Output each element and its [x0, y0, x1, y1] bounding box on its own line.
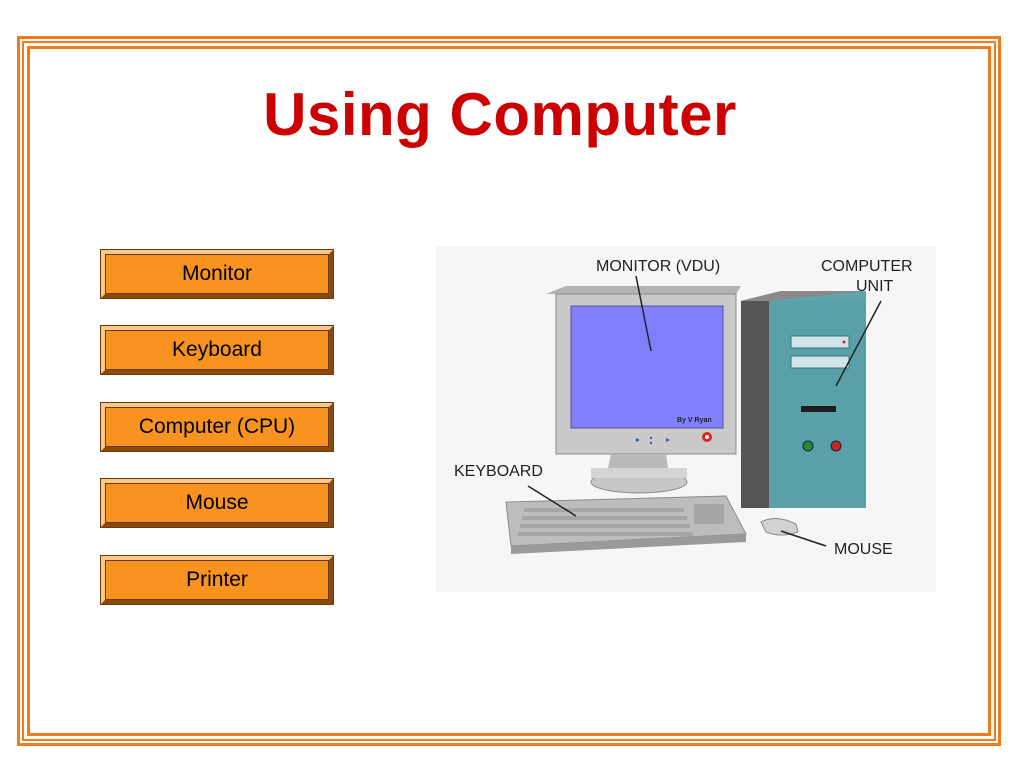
mouse-button[interactable]: Mouse — [100, 478, 334, 528]
printer-button-label: Printer — [105, 560, 329, 600]
mouse-label: MOUSE — [834, 541, 893, 558]
computer-unit-label-line2: UNIT — [856, 278, 894, 295]
monitor-button[interactable]: Monitor — [100, 249, 334, 299]
computer-diagram-illustration: By V Ryan — [454, 258, 913, 558]
keyboard-button-label: Keyboard — [105, 330, 329, 370]
monitor-credit-text: By V Ryan — [677, 417, 712, 424]
computer-unit-drawing — [741, 291, 866, 508]
mouse-button-label: Mouse — [105, 483, 329, 523]
monitor-button-label: Monitor — [105, 254, 329, 294]
slide-frame-middle — [22, 41, 996, 741]
keyboard-button[interactable]: Keyboard — [100, 325, 334, 375]
computer-cpu-button[interactable]: Computer (CPU) — [100, 402, 334, 452]
computer-unit-label-line1: COMPUTER — [821, 258, 913, 275]
computer-cpu-button-label: Computer (CPU) — [105, 407, 329, 447]
keyboard-drawing — [505, 495, 747, 554]
computer-diagram: By V Ryan — [436, 246, 936, 592]
monitor-label: MONITOR (VDU) — [596, 258, 720, 275]
slide-frame-inner — [27, 46, 991, 736]
printer-button[interactable]: Printer — [100, 555, 334, 605]
monitor-drawing: By V Ryan — [546, 286, 741, 494]
slide-frame-outer — [17, 36, 1001, 746]
mouse-drawing — [760, 518, 799, 536]
leader-lines — [527, 275, 882, 547]
keyboard-label: KEYBOARD — [454, 463, 543, 480]
slide-title: Using Computer — [263, 81, 737, 148]
